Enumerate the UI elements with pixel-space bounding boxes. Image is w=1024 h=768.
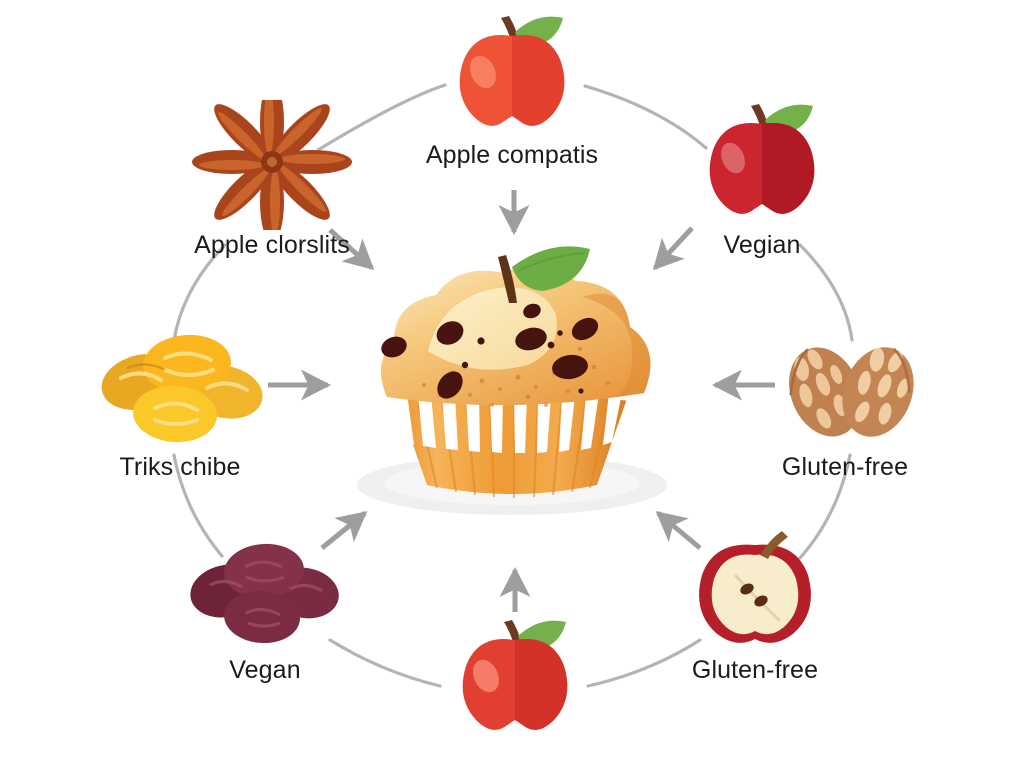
arrow-bottom-right — [655, 511, 702, 550]
muffin-chips — [381, 303, 599, 399]
muffin-stem — [498, 255, 517, 303]
arc-left-upper — [172, 243, 227, 342]
wrapper-pleats — [395, 393, 622, 453]
arc-top-right — [583, 84, 708, 150]
muffin-leaf — [512, 246, 590, 291]
arrow-top-right — [652, 226, 694, 271]
center-muffin — [332, 245, 692, 545]
arc-top-left — [316, 83, 447, 152]
arrow-top-left — [328, 228, 375, 271]
arc-bottom-right — [586, 638, 702, 688]
arc-left-lower — [172, 453, 224, 558]
arc-right-upper — [798, 243, 854, 342]
arrow-bottom-left — [320, 511, 368, 550]
arc-bottom-left — [328, 638, 442, 688]
